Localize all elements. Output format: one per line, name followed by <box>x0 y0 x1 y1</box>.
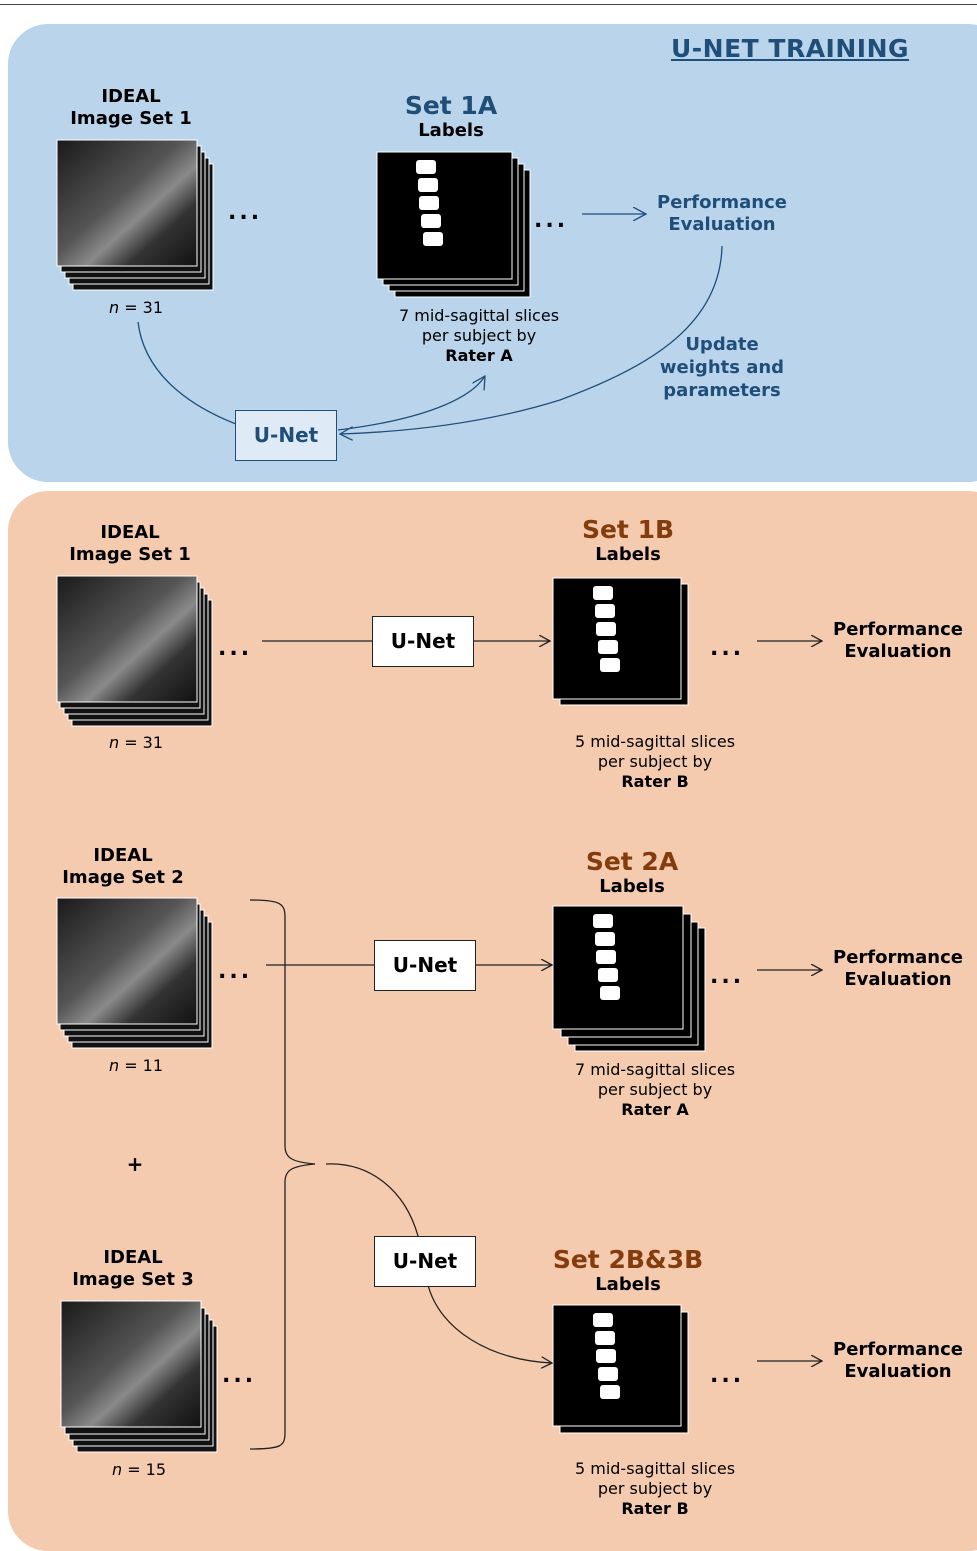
update-weights-text: Update weights and parameters <box>659 334 785 401</box>
row1-image-dots: ... <box>218 636 253 661</box>
training-performance-evaluation: Performance Evaluation <box>657 192 787 235</box>
row1-label-dots: ... <box>710 636 745 661</box>
row1-slices-caption: 5 mid-sagittal slices per subject by Rat… <box>574 732 736 791</box>
row2-n-value: n = 11 <box>108 1056 164 1075</box>
row2-label-dots: ... <box>710 964 745 989</box>
labels-caption: Labels <box>418 120 484 141</box>
row1-image-set-heading: IDEAL Image Set 1 <box>69 522 191 565</box>
row3-slices-caption: 5 mid-sagittal slices per subject by Rat… <box>574 1459 736 1518</box>
row2-unet-box: U-Net <box>374 940 476 991</box>
row1-n-value: n = 31 <box>108 733 164 752</box>
training-labels-heading: Set 1A Labels <box>371 92 531 142</box>
row1-labels-heading: Set 1B Labels <box>581 515 675 566</box>
row2-slices-caption: 7 mid-sagittal slices per subject by Rat… <box>574 1060 736 1119</box>
training-image-set-heading: IDEAL Image Set 1 <box>41 86 221 130</box>
training-n-value: n = 31 <box>108 298 164 317</box>
row3-label-dots: ... <box>710 1363 745 1388</box>
top-rule <box>0 4 977 5</box>
training-label-dots: ... <box>534 208 569 233</box>
row2-labels-heading: Set 2A Labels <box>585 847 679 898</box>
image-set-line1: IDEAL <box>101 86 161 107</box>
training-slices-caption: 7 mid-sagittal slices per subject by Rat… <box>398 306 560 365</box>
row3-image-set-heading: IDEAL Image Set 3 <box>72 1247 194 1290</box>
row3-image-dots: ... <box>222 1363 257 1388</box>
row3-n-value: n = 15 <box>111 1460 167 1479</box>
plus-sign: + <box>126 1152 144 1176</box>
set-title: Set 1A <box>404 91 498 120</box>
row3-performance-evaluation: Performance Evaluation <box>833 1339 963 1382</box>
row1-performance-evaluation: Performance Evaluation <box>833 619 963 662</box>
training-unet-box: U-Net <box>235 410 337 461</box>
training-image-dots: ... <box>228 200 263 225</box>
row3-labels-heading: Set 2B&3B Labels <box>552 1245 704 1296</box>
row2-image-dots: ... <box>218 959 253 984</box>
row1-unet-box: U-Net <box>372 616 474 667</box>
row2-performance-evaluation: Performance Evaluation <box>833 947 963 990</box>
row2-image-set-heading: IDEAL Image Set 2 <box>62 845 184 888</box>
training-title: U-NET TRAINING <box>670 34 910 63</box>
image-set-line2: Image Set 1 <box>70 108 192 129</box>
row3-unet-box: U-Net <box>374 1236 476 1287</box>
